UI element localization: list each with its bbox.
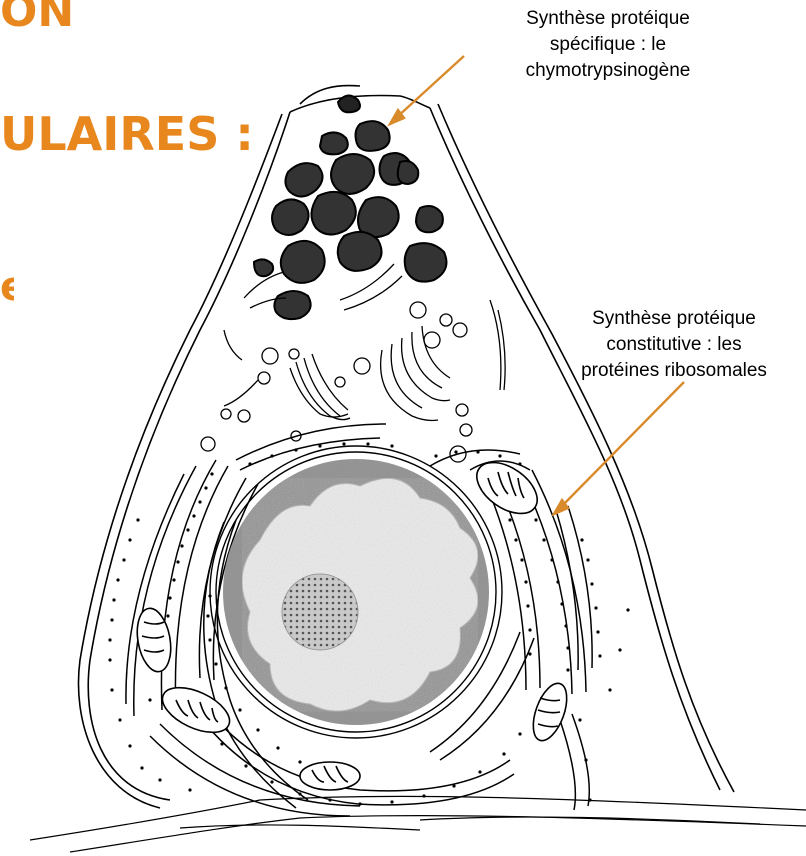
zymogen-granules [254,95,446,319]
basement-membrane [30,796,806,852]
nucleolus [282,574,358,650]
mitochondrion [527,679,574,745]
golgi-apparatus [224,264,505,421]
annotation-arrows [390,56,684,514]
arrow-to-rer [560,382,684,508]
mitochondrion [300,762,360,790]
nucleus [210,446,502,738]
